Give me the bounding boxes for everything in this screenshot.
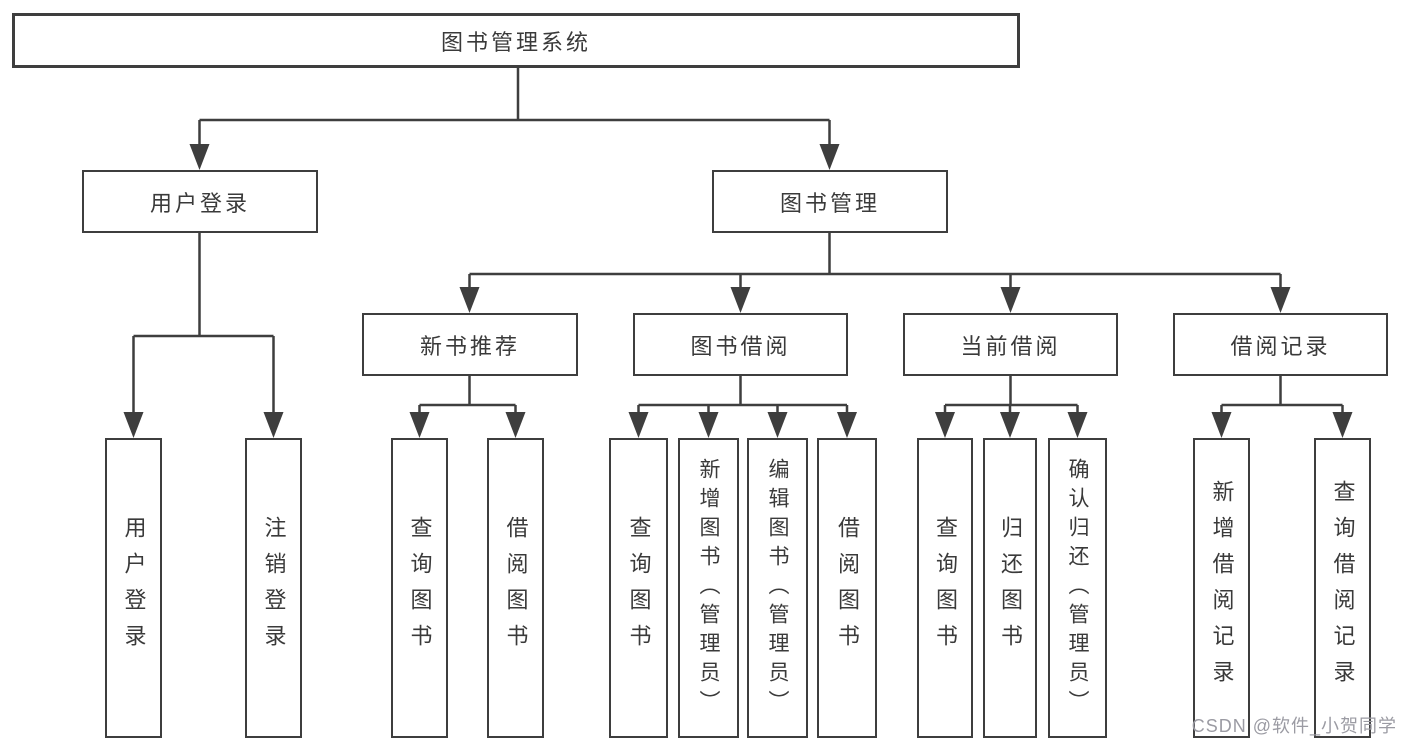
leaf-query-books-current: 查询图书 xyxy=(917,438,973,738)
node-new-book-recommendation: 新书推荐 xyxy=(362,313,578,376)
node-label: 图书管理 xyxy=(779,190,880,216)
leaf-label: 注销登录 xyxy=(261,516,287,660)
node-label: 当前借阅 xyxy=(960,333,1061,359)
node-label: 用户登录 xyxy=(149,190,250,216)
leaf-label: 借阅图书 xyxy=(503,516,529,660)
leaf-edit-book-admin: 编辑图书（管理员） xyxy=(747,438,808,738)
leaf-user-login: 用户登录 xyxy=(105,438,162,738)
node-current-borrowing: 当前借阅 xyxy=(903,313,1118,376)
node-book-borrowing: 图书借阅 xyxy=(633,313,848,376)
node-label: 图书借阅 xyxy=(690,333,791,359)
leaf-label: 新增借阅记录 xyxy=(1209,480,1235,696)
leaf-confirm-return-admin: 确认归还（管理员） xyxy=(1048,438,1107,738)
leaf-label: 用户登录 xyxy=(121,516,147,660)
leaf-add-borrow-record: 新增借阅记录 xyxy=(1193,438,1250,738)
node-borrowing-records: 借阅记录 xyxy=(1173,313,1388,376)
node-user-login-module: 用户登录 xyxy=(82,170,318,233)
node-label: 图书管理系统 xyxy=(440,29,591,55)
leaf-label: 查询图书 xyxy=(407,516,433,660)
leaf-label: 查询图书 xyxy=(626,516,652,660)
leaf-label: 查询借阅记录 xyxy=(1330,480,1356,696)
leaf-logout: 注销登录 xyxy=(245,438,302,738)
node-book-management-module: 图书管理 xyxy=(712,170,948,233)
node-library-management-system: 图书管理系统 xyxy=(12,13,1020,68)
leaf-label: 借阅图书 xyxy=(835,516,860,660)
csdn-watermark: CSDN @软件_小贺同学 xyxy=(1191,716,1397,736)
node-label: 新书推荐 xyxy=(419,333,520,359)
leaf-query-books-recommend: 查询图书 xyxy=(391,438,448,738)
leaf-borrow-books-borrowing: 借阅图书 xyxy=(817,438,877,738)
leaf-label: 新增图书（管理员） xyxy=(697,457,720,719)
leaf-borrow-books-recommend: 借阅图书 xyxy=(487,438,544,738)
leaf-label: 归还图书 xyxy=(998,516,1023,660)
leaf-query-borrow-record: 查询借阅记录 xyxy=(1314,438,1371,738)
leaf-label: 查询图书 xyxy=(933,516,958,660)
leaf-add-book-admin: 新增图书（管理员） xyxy=(678,438,739,738)
node-label: 借阅记录 xyxy=(1230,333,1331,359)
leaf-label: 编辑图书（管理员） xyxy=(766,457,789,719)
leaf-query-books-borrowing: 查询图书 xyxy=(609,438,668,738)
leaf-label: 确认归还（管理员） xyxy=(1066,457,1089,719)
leaf-return-books: 归还图书 xyxy=(983,438,1037,738)
